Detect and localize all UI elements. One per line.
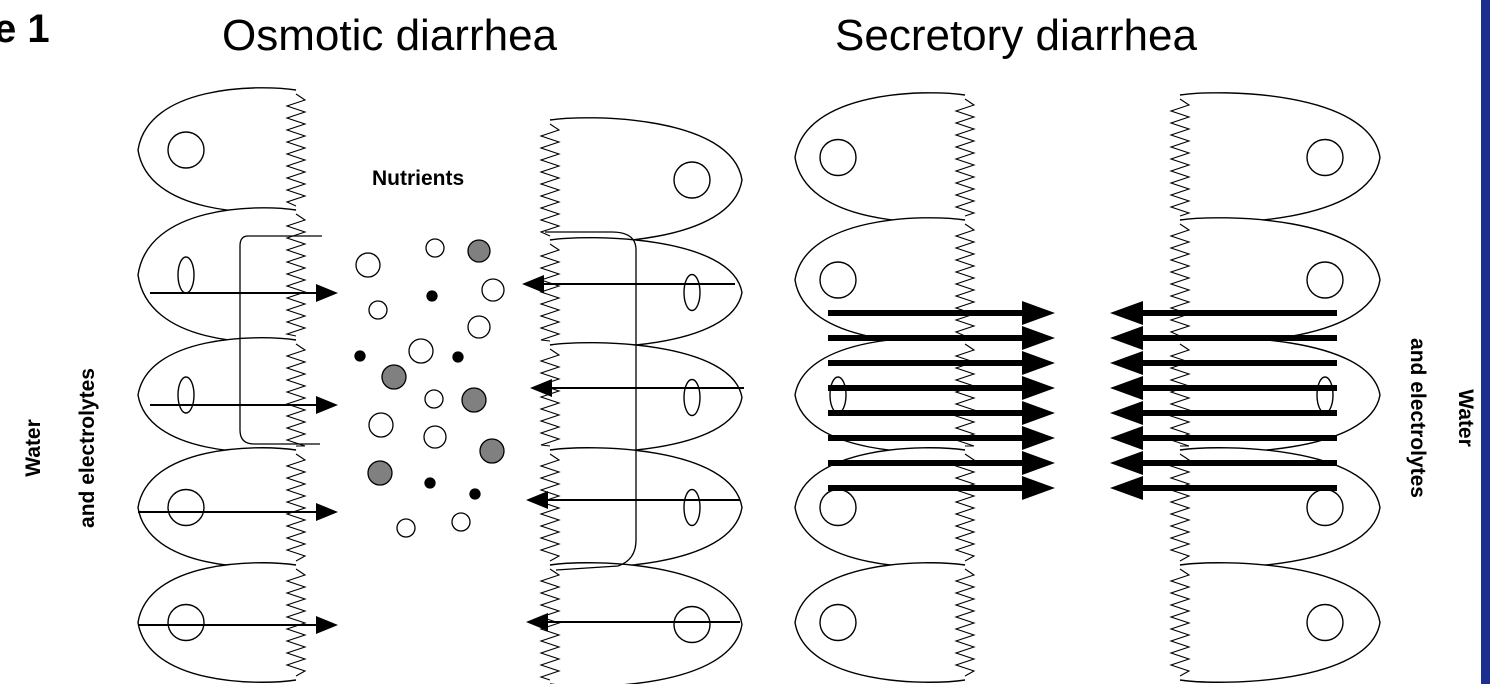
nutrient-particle [368, 461, 392, 485]
cell-nucleus [674, 162, 710, 198]
cell-nucleus [1307, 605, 1343, 641]
nutrient-particle [480, 439, 504, 463]
nutrient-particle [462, 388, 486, 412]
nutrient-particle [482, 279, 504, 301]
cell-nucleus [820, 262, 856, 298]
nutrient-particle [426, 239, 444, 257]
cell-nucleus [684, 490, 700, 526]
nutrient-particle [356, 253, 380, 277]
cell-nucleus [178, 257, 194, 293]
nutrient-particle [424, 426, 446, 448]
epithelial-cell [795, 93, 974, 222]
nutrient-particle [397, 519, 415, 537]
right-edge-bar [1481, 0, 1490, 684]
epithelial-cell [795, 218, 974, 342]
cell-nucleus [168, 490, 204, 526]
cell-nucleus [674, 607, 710, 643]
cell-nucleus [1317, 377, 1333, 413]
epithelial-cell [1171, 93, 1380, 222]
nutrient-particle [369, 301, 387, 319]
figure-label: e 1 [0, 7, 50, 51]
epithelial-cell [138, 563, 305, 683]
cell-nucleus [820, 605, 856, 641]
right-water-line2: and electrolytes [1406, 338, 1429, 498]
epithelial-cell [795, 563, 974, 683]
cell-nucleus [1307, 140, 1343, 176]
cell-nucleus [684, 275, 700, 311]
nutrient-particle [382, 365, 406, 389]
left-water-line1: Water [22, 419, 45, 477]
cell-nucleus [830, 377, 846, 413]
nutrient-particle [468, 240, 490, 262]
nutrients-label: Nutrients [372, 167, 464, 190]
left-water-label: Water and electrolytes [22, 368, 99, 528]
nutrient-particle [452, 513, 470, 531]
cell-nucleus [168, 132, 204, 168]
epithelial-cell [541, 238, 742, 348]
nutrient-particle [468, 316, 490, 338]
nutrient-particle [409, 339, 433, 363]
cell-nucleus [820, 140, 856, 176]
nutrient-particle [355, 351, 365, 361]
nutrient-particle [453, 352, 463, 362]
epithelial-cell [138, 338, 305, 453]
epithelial-cell [541, 343, 742, 453]
epithelial-cell [138, 208, 305, 342]
epithelial-cell [138, 448, 305, 568]
nutrient-particle [427, 291, 437, 301]
nutrient-particle [369, 413, 393, 437]
left-water-line2: and electrolytes [76, 368, 99, 528]
cell-nucleus [178, 377, 194, 413]
epithelial-cell [541, 448, 742, 568]
cell-nucleus [1307, 262, 1343, 298]
osmotic-title: Osmotic diarrhea [222, 11, 558, 60]
nutrient-particles [355, 239, 504, 537]
nutrient-particle [425, 390, 443, 408]
secretory-title: Secretory diarrhea [835, 11, 1197, 60]
epithelial-cell [541, 563, 742, 684]
nutrient-particle [470, 489, 480, 499]
nutrient-particle [425, 478, 435, 488]
epithelial-cell [138, 88, 305, 212]
right-water-line1: Water [1454, 389, 1477, 447]
epithelial-cell [541, 118, 742, 242]
cell-nucleus [1307, 490, 1343, 526]
epithelial-cell [1171, 218, 1380, 342]
cell-nucleus [820, 490, 856, 526]
cell-nucleus [168, 605, 204, 641]
cell-nucleus [684, 380, 700, 416]
right-water-label: Water and electrolytes [1406, 338, 1477, 498]
epithelial-cell [1171, 563, 1380, 683]
osmotic-right-villus [541, 118, 742, 684]
osmotic-left-villus [138, 88, 305, 682]
